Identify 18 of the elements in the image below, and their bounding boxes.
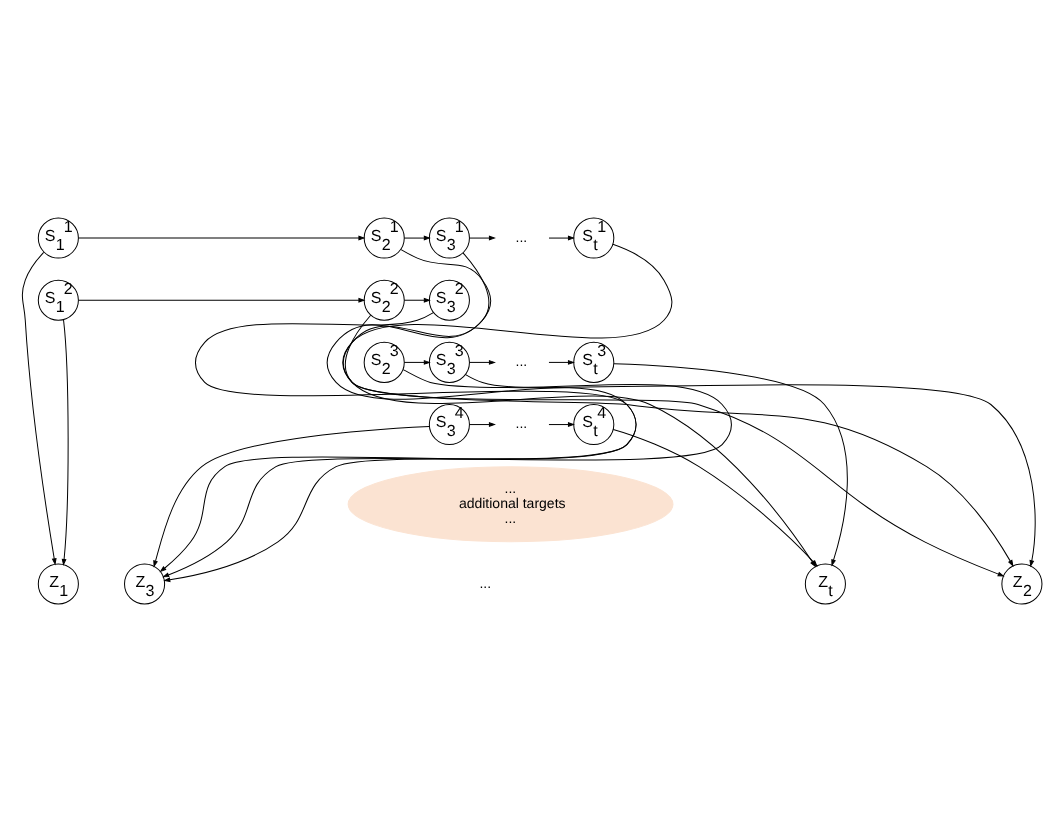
arrow [78,235,365,241]
arrow [78,298,365,303]
arrow [469,360,495,365]
arrow [61,319,69,565]
arrow [342,249,1004,577]
arrow [469,422,495,427]
arrow [163,312,637,578]
arrow [160,252,637,572]
arrow [403,360,430,365]
arrow [548,235,574,241]
arrow [403,298,430,303]
arrow [469,235,495,241]
arrow [548,360,574,365]
arrow [548,422,574,427]
arrow [164,374,732,583]
arrow [153,425,430,567]
arrow [21,251,57,565]
arrow [403,235,430,241]
